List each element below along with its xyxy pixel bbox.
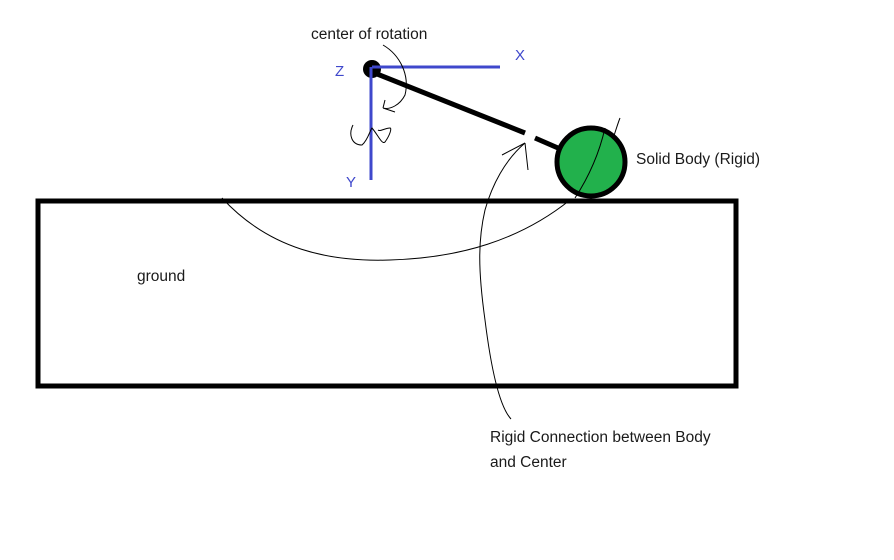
z-axis-label: Z xyxy=(335,63,345,80)
x-axis-label: X xyxy=(515,47,526,64)
rigid-connection-label-line1: Rigid Connection between Body xyxy=(490,429,711,446)
rotation-scribble-icon xyxy=(350,124,392,146)
center-of-rotation-label: center of rotation xyxy=(311,26,428,43)
rigid-connection-rod xyxy=(371,69,526,136)
rotation-direction-arrow-icon xyxy=(382,44,407,113)
leader-line xyxy=(479,142,526,420)
ground-label: ground xyxy=(137,268,186,285)
rigid-connection-label-line2: and Center xyxy=(490,454,567,471)
ground-block xyxy=(35,198,739,389)
y-axis-label: Y xyxy=(346,174,357,191)
rotation-path-arc xyxy=(221,197,571,261)
rigid-connection-rod-end xyxy=(534,135,559,151)
leader-arrowhead xyxy=(501,142,529,171)
solid-body-circle xyxy=(554,125,628,199)
solid-body-label: Solid Body (Rigid) xyxy=(636,151,761,168)
body-arc-crossing xyxy=(574,127,606,199)
